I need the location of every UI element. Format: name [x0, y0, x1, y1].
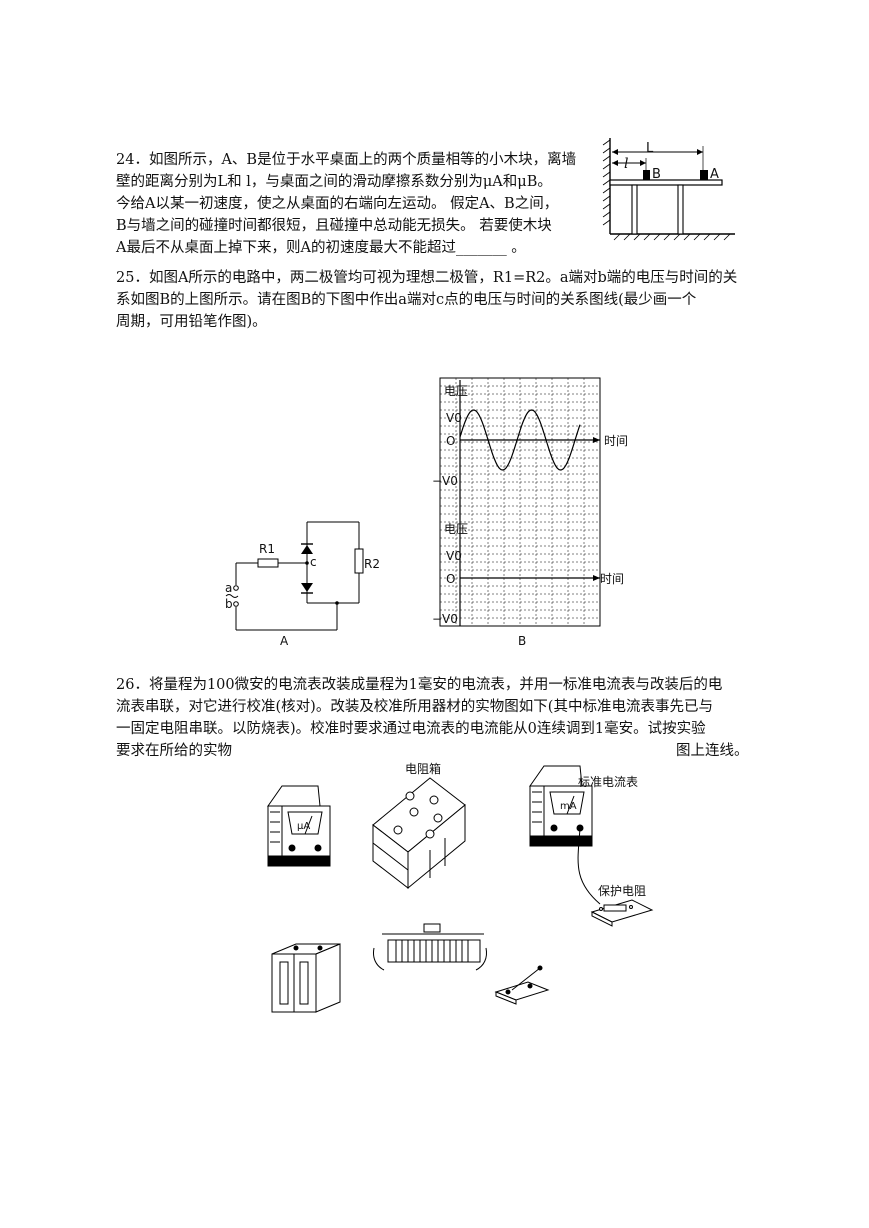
q24-line-4: B与墙之间的碰撞时间都很短，且碰撞中总动能无损失。 若要使木块	[116, 218, 552, 234]
q24-line-1: 24．如图所示，A、B是位于水平桌面上的两个质量相等的小木块，离墙	[116, 152, 577, 168]
q26-line-1: 26．将量程为100微安的电流表改装成量程为1毫安的电流表，并用一标准电流表与改…	[116, 677, 723, 693]
q25-lower-O: O	[446, 572, 456, 586]
label-mA: mA	[560, 801, 577, 812]
q26-line-4-left: 要求在所给的实物	[116, 743, 232, 759]
q25-lower-xlabel: 时间	[600, 572, 625, 586]
switch-icon	[494, 965, 550, 1005]
q25-upper-O: O	[446, 434, 456, 448]
q25-caption-A: A	[280, 634, 289, 648]
q24-label-L: L	[646, 141, 654, 156]
q25-label-R1: R1	[259, 542, 275, 556]
q26-line-4-right: 图上连线。	[676, 743, 749, 759]
q25-line-2: 系如图B的上图所示。请在图B的下图中作出a端对c点的电压与时间的关系图线(最少画…	[116, 292, 697, 308]
rheostat-icon	[373, 923, 487, 971]
q25-upper-negV0: −V0	[432, 474, 458, 488]
q25-label-a: a	[225, 581, 233, 595]
q25-lower-negV0: −V0	[432, 612, 458, 626]
q25-lower-ylabel: 电压	[444, 522, 469, 536]
q25-line-1: 25．如图A所示的电路中，两二极管均可视为理想二极管，R1=R2。a端对b端的电…	[116, 270, 738, 286]
q25-upper-ylabel: 电压	[444, 384, 469, 398]
q24-line-3: 今给A以某一初速度，使之从桌面的右端向左运动。 假定A、B之间，	[116, 196, 559, 212]
q25-label-R2: R2	[364, 557, 380, 571]
label-uA: μA	[297, 821, 311, 832]
q25-label-c: c	[310, 555, 317, 569]
q25-caption-B: B	[518, 634, 527, 648]
resistance-box-icon	[372, 777, 466, 890]
q25-upper-V0: V0	[446, 411, 462, 425]
label-standard-ammeter: 标准电流表	[578, 775, 639, 789]
q24-label-A: A	[710, 167, 719, 182]
q25-lower-V0: V0	[446, 549, 462, 563]
q24-line-2: 壁的距离分别为L和 l，与桌面之间的滑动摩擦系数分别为μA和μB。	[116, 174, 552, 190]
battery-icon	[271, 943, 341, 1013]
q25-label-b: b	[225, 597, 233, 611]
label-protection-resistor: 保护电阻	[598, 884, 647, 898]
label-resistance-box: 电阻箱	[405, 762, 442, 776]
q24-label-B: B	[652, 167, 661, 182]
q26-line-2: 流表串联，对它进行校准(核对)。改装及校准所用器材的实物图如下(其中标准电流表事…	[116, 699, 713, 715]
q26-line-3: 一固定电阻串联。以防烧表)。校准时要求通过电流表的电流能从0连续调到1毫安。试按…	[116, 721, 706, 737]
q25-line-3: 周期，可用铅笔作图)。	[116, 314, 267, 330]
q24-line-5: A最后不从桌面上掉下来，则A的初速度最大不能超过_______ 。	[116, 240, 526, 256]
protection-resistor-icon	[590, 899, 654, 927]
q24-label-l: l	[624, 156, 629, 172]
q25-upper-xlabel: 时间	[604, 434, 629, 448]
